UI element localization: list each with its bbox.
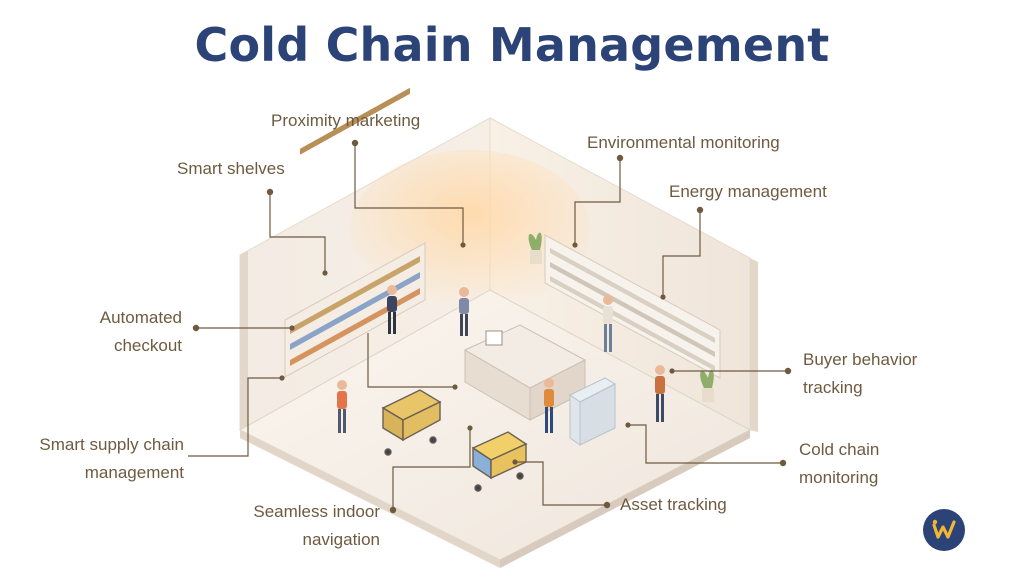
label-seamless-indoor-navigation: Seamless indoor navigation [230, 498, 380, 554]
label-buyer-behavior-tracking: Buyer behavior tracking [803, 346, 917, 402]
label-buyer-behavior-line1: Buyer behavior [803, 350, 918, 369]
label-automated-checkout-line1: Automated [99, 308, 182, 327]
freezer-island [569, 377, 617, 446]
leader-proximity-marketing [354, 143, 464, 245]
shopper-figure [603, 295, 613, 352]
leader-cold-chain [628, 424, 783, 464]
label-asset-tracking: Asset tracking [620, 495, 727, 514]
page-title: Cold Chain Management [194, 18, 830, 72]
shopper-figure [655, 365, 665, 422]
shopper-figure [337, 380, 347, 433]
brand-logo-icon [923, 509, 965, 551]
shopper-figure [387, 285, 397, 334]
leader-lines [188, 143, 788, 510]
label-cold-chain-line1: Cold chain [799, 440, 880, 459]
label-smart-supply-chain-management: Smart supply chain management [14, 431, 184, 487]
label-proximity-marketing: Proximity marketing [271, 111, 421, 130]
shopping-cart [471, 431, 528, 492]
leader-energy-management [662, 210, 701, 297]
label-smart-supply-chain-line2: management [84, 463, 184, 482]
leader-smart-supply-chain [188, 377, 282, 457]
label-automated-checkout-line2: checkout [113, 336, 182, 355]
label-automated-checkout: Automated checkout [60, 304, 182, 360]
label-energy-management: Energy management [669, 182, 827, 201]
label-smart-shelves: Smart shelves [177, 159, 285, 178]
label-seamless-navigation-line2: navigation [302, 530, 380, 549]
shopping-cart [381, 389, 442, 456]
label-buyer-behavior-line2: tracking [803, 378, 863, 397]
leader-smart-shelves [269, 192, 326, 273]
shopper-figure [459, 287, 469, 336]
label-seamless-navigation-line1: Seamless indoor [253, 502, 380, 521]
leader-asset-tracking [515, 461, 607, 506]
label-environmental-monitoring: Environmental monitoring [587, 133, 780, 152]
store-floor [238, 289, 752, 568]
checkout-counter [463, 324, 587, 421]
label-cold-chain-monitoring: Cold chain monitoring [799, 436, 879, 492]
cold-fridge-unit [544, 234, 721, 379]
leader-seamless-navigation [392, 428, 471, 510]
label-cold-chain-line2: monitoring [799, 468, 879, 487]
potted-plant [700, 369, 714, 402]
leader-environmental-monitoring [574, 158, 621, 245]
shopper-figure [544, 378, 554, 433]
leader-checkout-inner [367, 333, 455, 388]
label-smart-supply-chain-line1: Smart supply chain [39, 435, 184, 454]
potted-plant [528, 232, 542, 264]
leader-dots [192, 139, 792, 514]
